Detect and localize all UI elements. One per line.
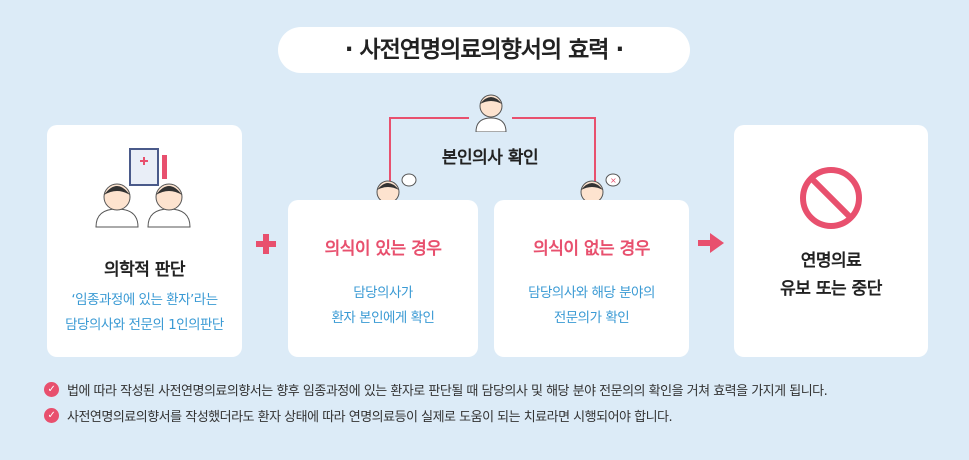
prohibited-icon bbox=[800, 167, 862, 229]
check-icon: ✓ bbox=[44, 407, 59, 423]
card-desc-line: 담당의사와 전문의 1인의판단 bbox=[65, 317, 224, 333]
title-pill: · 사전연명의료의향서의 효력 · bbox=[278, 27, 690, 73]
card-desc-line: 환자 본인에게 확인 bbox=[331, 310, 435, 326]
card-title-line: 연명의료 bbox=[800, 251, 862, 271]
card-title: 의식이 있는 경우 bbox=[324, 239, 442, 259]
card-desc-line: 전문의가 확인 bbox=[553, 310, 630, 326]
doctor-icon bbox=[475, 94, 507, 132]
note-text: 사전연명의료의향서를 작성했더라도 환자 상태에 따라 연명의료등이 실제로 도… bbox=[67, 409, 673, 425]
check-icon: ✓ bbox=[44, 381, 59, 397]
connector-line bbox=[594, 117, 596, 185]
plus-icon bbox=[256, 234, 276, 254]
confirm-label: 본인의사 확인 bbox=[441, 148, 539, 168]
card-title: 의식이 없는 경우 bbox=[533, 239, 650, 259]
card-desc-line: 담당의사가 bbox=[353, 285, 413, 301]
connector-line bbox=[512, 117, 596, 119]
card-desc-line: 담당의사와 해당 분야의 bbox=[528, 285, 655, 301]
conscious-card: 의식이 있는 경우 담당의사가 환자 본인에게 확인 bbox=[288, 200, 478, 357]
card-title: 의학적 판단 bbox=[103, 260, 186, 280]
arrow-right-icon bbox=[698, 233, 724, 253]
card-title-line: 유보 또는 중단 bbox=[780, 279, 882, 299]
doctors-clipboard-icon bbox=[94, 148, 191, 228]
medical-judgment-card: 의학적 판단 ‘임종과정에 있는 환자’라는 담당의사와 전문의 1인의판단 bbox=[47, 125, 242, 357]
unconscious-card: 의식이 없는 경우 담당의사와 해당 분야의 전문의가 확인 bbox=[494, 200, 689, 357]
connector-line bbox=[389, 117, 469, 119]
card-desc-line: ‘임종과정에 있는 환자’라는 bbox=[71, 292, 218, 308]
note-item: ✓ 법에 따라 작성된 사전연명의료의향서는 향후 임종과정에 있는 환자로 판단… bbox=[44, 376, 828, 402]
result-card: 연명의료 유보 또는 중단 bbox=[734, 125, 928, 357]
note-text: 법에 따라 작성된 사전연명의료의향서는 향후 임종과정에 있는 환자로 판단될… bbox=[67, 383, 828, 399]
connector-line bbox=[389, 117, 391, 185]
notes-list: ✓ 법에 따라 작성된 사전연명의료의향서는 향후 임종과정에 있는 환자로 판단… bbox=[44, 376, 828, 428]
svg-text:×: × bbox=[610, 176, 617, 185]
note-item: ✓ 사전연명의료의향서를 작성했더라도 환자 상태에 따라 연명의료등이 실제로 … bbox=[44, 402, 827, 428]
